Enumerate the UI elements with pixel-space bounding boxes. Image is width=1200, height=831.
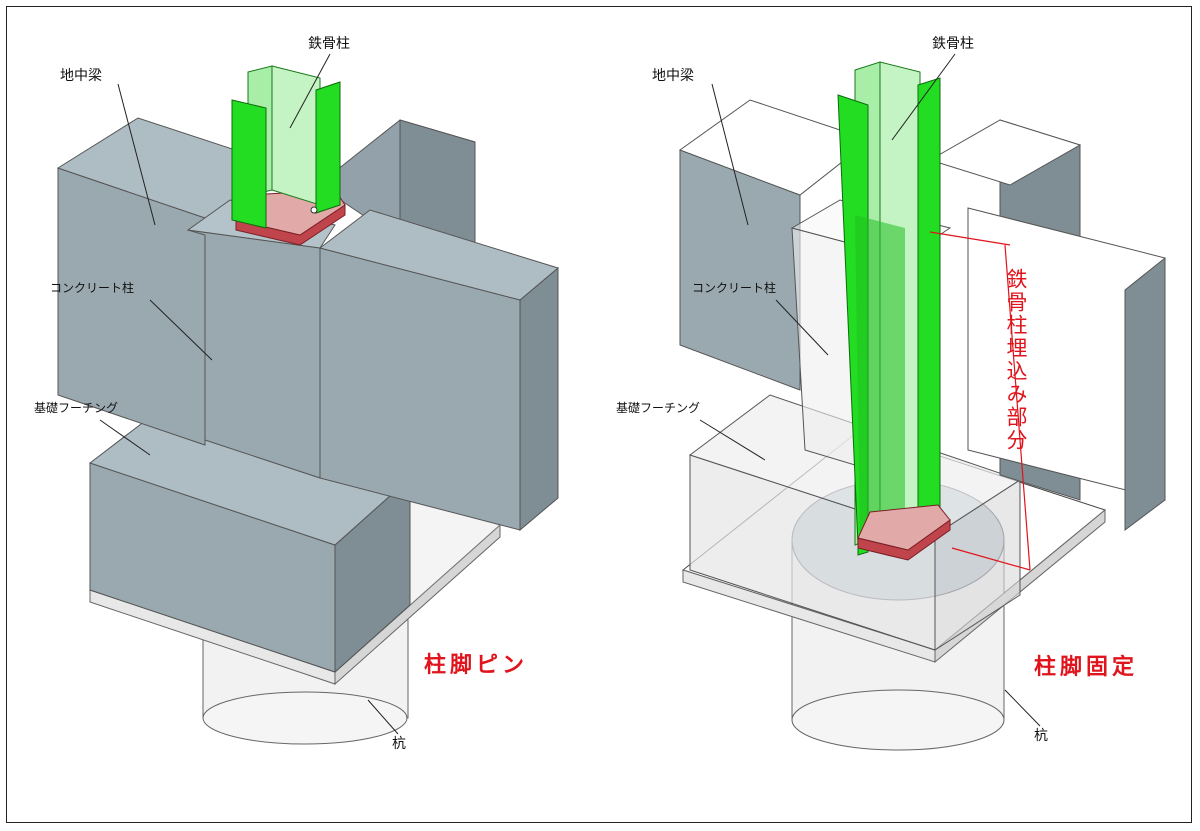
left-footing-label: 基礎フーチング — [34, 401, 118, 415]
left-pile-label: 杭 — [392, 736, 406, 752]
right-steel-column-label: 鉄骨柱 — [932, 36, 974, 52]
left-caption: 柱脚ピン — [424, 653, 528, 678]
left-footing — [88, 397, 411, 674]
right-ground-beam-back — [928, 119, 1166, 531]
right-base-plate — [857, 504, 951, 561]
left-steel-column — [231, 65, 341, 229]
right-footing-label: 基礎フーチング — [616, 401, 700, 415]
left-concrete-column-label: コンクリート柱 — [50, 280, 134, 295]
embedded-dimension — [929, 231, 1031, 571]
right-caption: 柱脚固定 — [1034, 654, 1138, 680]
left-ground-beam-label: 地中梁 — [60, 68, 102, 84]
embedded-portion-label: 鉄骨柱埋込み部分 — [1004, 268, 1028, 452]
left-steel-column-label: 鉄骨柱 — [308, 36, 350, 52]
right-pile-label: 杭 — [1034, 728, 1048, 744]
left-concrete-column — [186, 199, 336, 479]
right-diagram: 鉄骨柱 地中梁 コンクリート柱 基礎フーチング 杭 柱脚固定 鉄骨柱埋込み部分 — [616, 36, 1166, 751]
right-steel-column — [837, 61, 941, 556]
left-ground-beam-right — [318, 209, 560, 532]
right-ground-beam-label: 地中梁 — [652, 68, 694, 84]
left-diagram: 鉄骨柱 地中梁 コンクリート柱 基礎フーチング 杭 柱脚ピン — [34, 36, 560, 752]
right-concrete-column-label: コンクリート柱 — [692, 280, 776, 295]
